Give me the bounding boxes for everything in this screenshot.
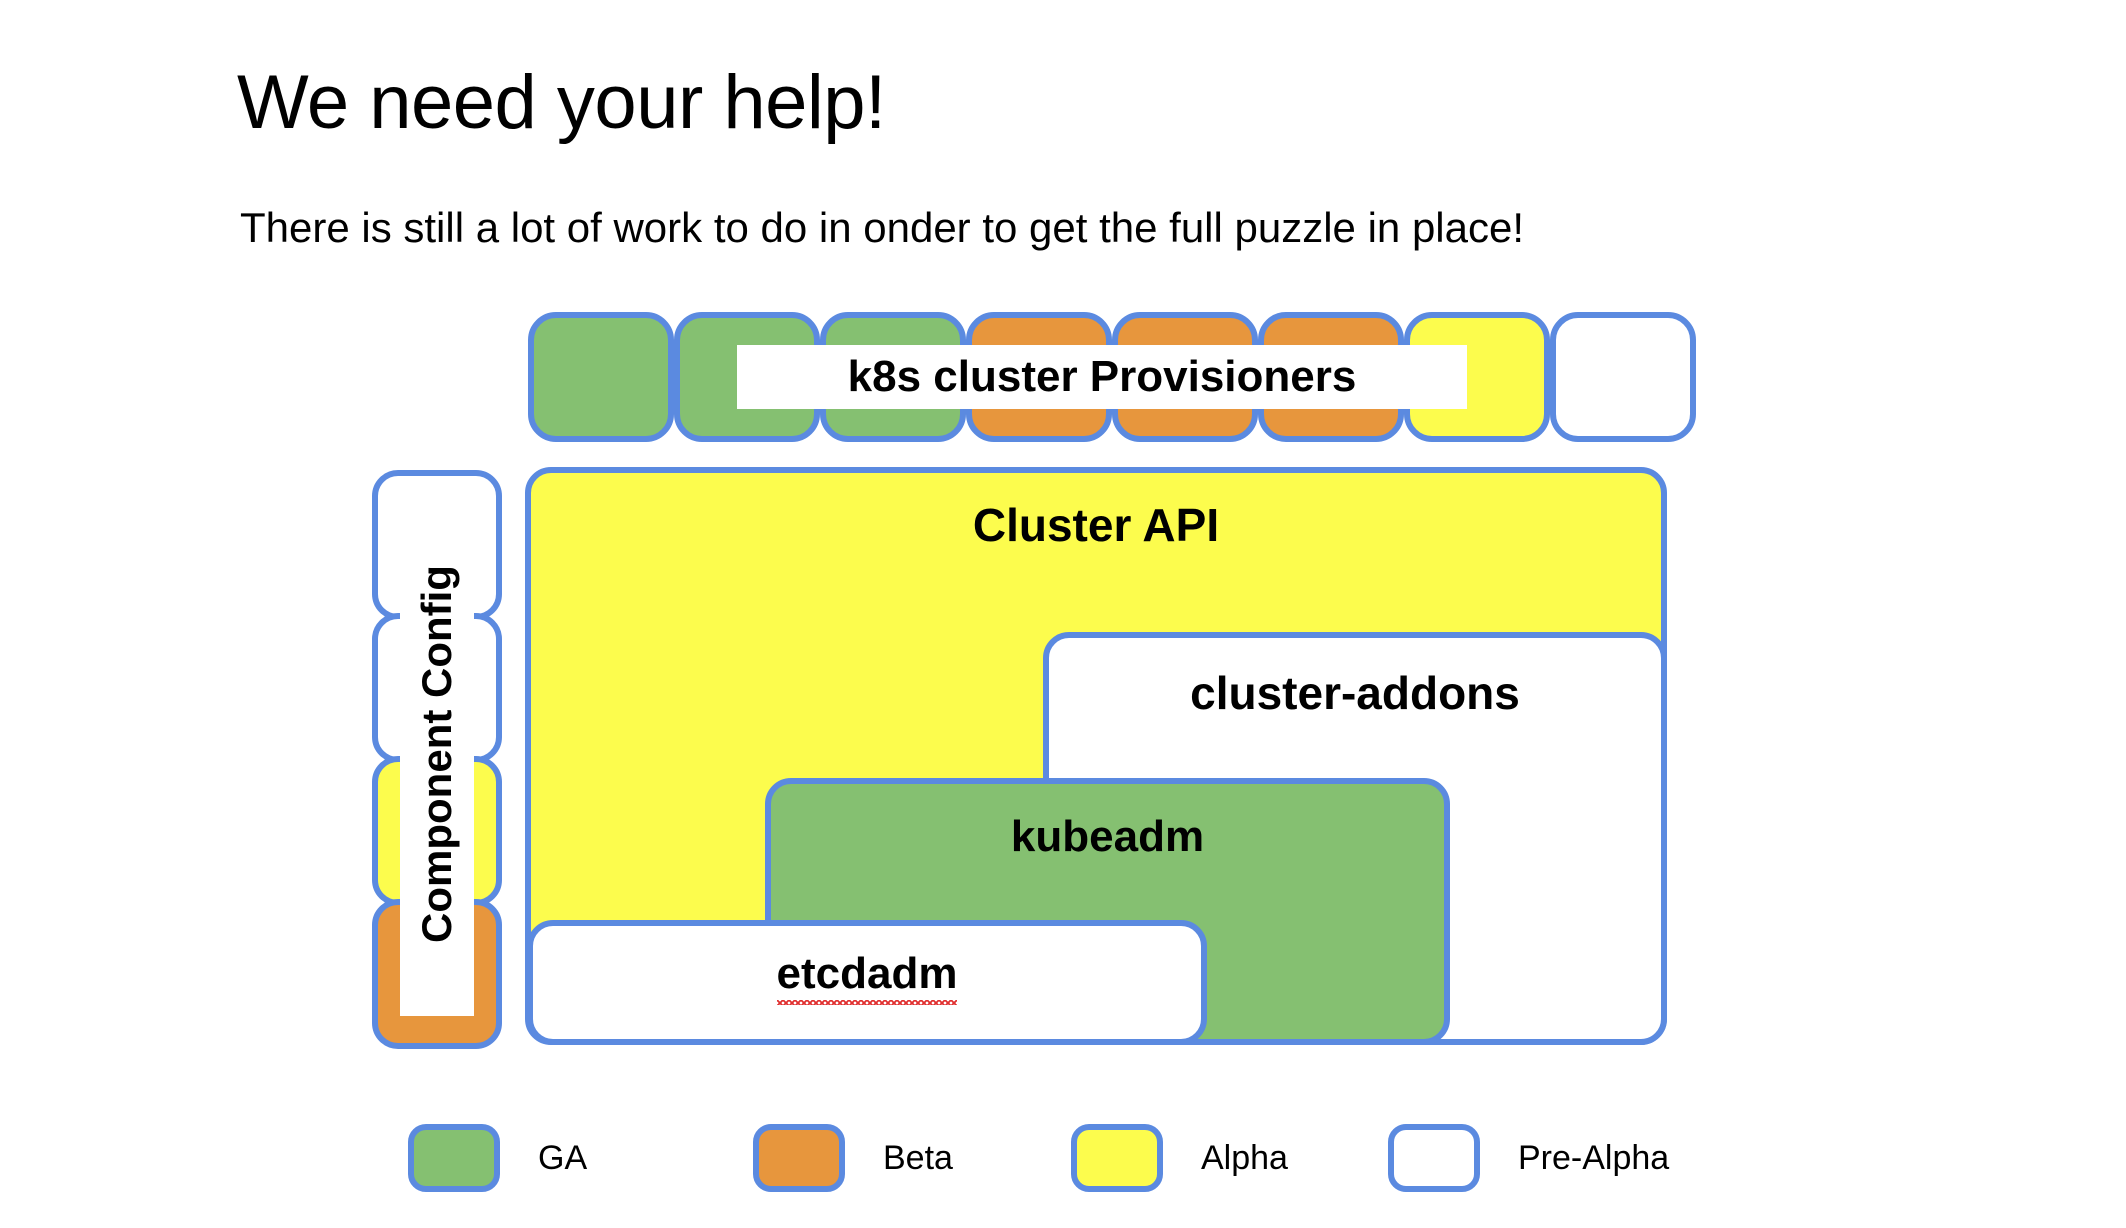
box-cluster-addons-label: cluster-addons [1190,667,1520,719]
provisioner-cell-1[interactable] [528,312,674,442]
component-config-label: Component Config [400,492,474,1016]
legend-item-beta: Beta [753,1122,953,1194]
legend-swatch-beta-icon [753,1124,845,1192]
box-etcdadm[interactable] [527,920,1207,1045]
legend-item-alpha: Alpha [1071,1122,1288,1194]
legend-label-ga: GA [538,1138,588,1177]
legend-label-pre-alpha: Pre-Alpha [1518,1138,1670,1177]
provisioner-row-label: k8s cluster Provisioners [737,345,1467,409]
legend-item-pre-alpha: Pre-Alpha [1388,1122,1669,1194]
page-title: We need your help! [237,59,886,145]
legend-swatch-alpha-icon [1071,1124,1163,1192]
legend-label-beta: Beta [883,1138,953,1177]
legend-item-ga: GA [408,1122,587,1194]
box-etcdadm-label-text: etcdadm [776,949,957,1005]
page-subtitle: There is still a lot of work to do in on… [240,204,1525,251]
component-config-label-text: Component Config [413,565,461,943]
box-etcdadm-label: etcdadm [527,948,1207,1005]
provisioner-cell-8[interactable] [1550,312,1696,442]
box-kubeadm-label: kubeadm [1010,812,1205,861]
box-cluster-api-label: Cluster API [972,499,1220,551]
legend-label-alpha: Alpha [1201,1138,1288,1177]
legend-swatch-ga-icon [408,1124,500,1192]
legend-swatch-pre-alpha-icon [1388,1124,1480,1192]
